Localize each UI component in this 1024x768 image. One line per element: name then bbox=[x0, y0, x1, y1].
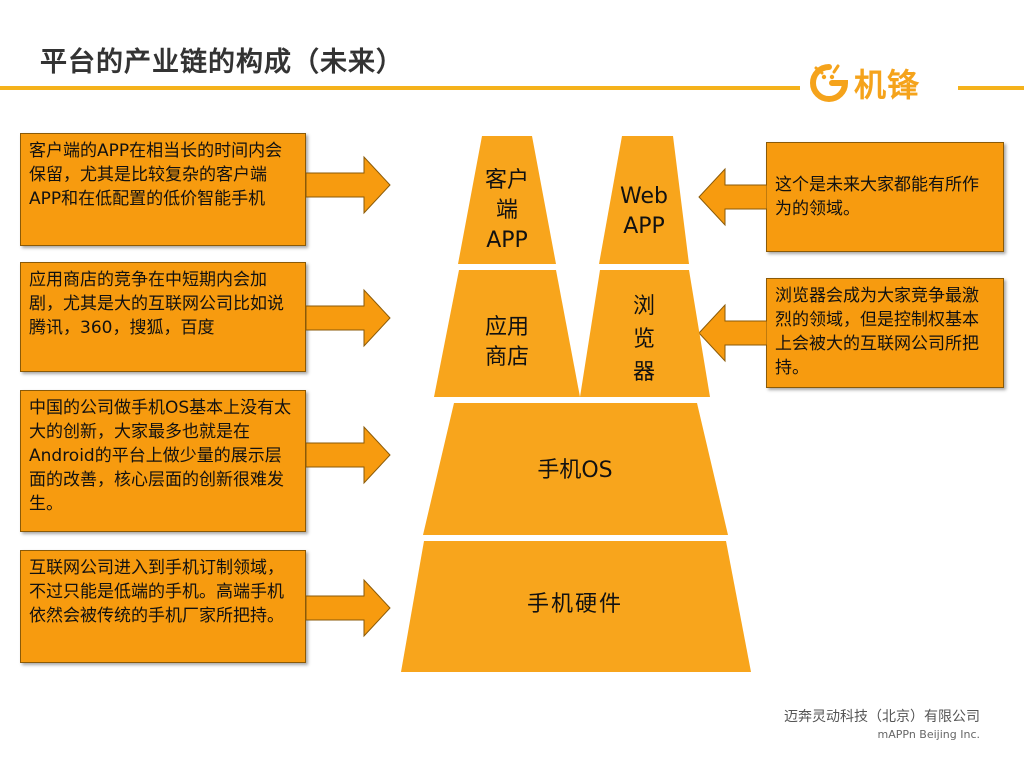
smiley-g-icon bbox=[810, 64, 849, 102]
right-box-browser-text: 浏览器会成为大家竞争最激烈的领域，但是控制权基本上会被大的互联网公司所把持。 bbox=[775, 286, 979, 378]
page-title: 平台的产业链的构成（未来） bbox=[40, 47, 404, 78]
arrow-left-1 bbox=[698, 167, 767, 227]
right-box-web-app: 这个是未来大家都能有所作为的领域。 bbox=[766, 142, 1004, 252]
tier-web-app bbox=[599, 136, 689, 264]
right-box-browser: 浏览器会成为大家竞争最激烈的领域，但是控制权基本上会被大的互联网公司所把持。 bbox=[766, 278, 1004, 388]
tier-client-app-label: 客户 端 APP bbox=[484, 168, 529, 253]
tier-browser bbox=[580, 270, 710, 397]
arrow-left-2 bbox=[698, 303, 767, 363]
right-box-web-app-text: 这个是未来大家都能有所作为的领域。 bbox=[775, 175, 979, 219]
left-box-hardware-text: 互联网公司进入到手机订制领域，不过只能是低端的手机。高端手机依然会被传统的手机厂… bbox=[29, 558, 284, 626]
arrow-right-2 bbox=[306, 288, 391, 348]
tier-hardware-label: 手机硬件 bbox=[526, 592, 623, 617]
tier-os-label: 手机OS bbox=[537, 458, 613, 483]
tier-browser-label: 浏 览 器 bbox=[632, 294, 655, 385]
tier-client-app bbox=[458, 136, 556, 264]
tier-os bbox=[423, 403, 728, 535]
left-box-app-store-text: 应用商店的竞争在中短期内会加剧，尤其是大的互联网公司比如说腾讯，360，搜狐，百… bbox=[29, 270, 284, 338]
tier-web-app-label: Web APP bbox=[620, 184, 668, 239]
left-box-hardware: 互联网公司进入到手机订制领域，不过只能是低端的手机。高端手机依然会被传统的手机厂… bbox=[20, 550, 306, 663]
header-rule bbox=[0, 86, 800, 90]
left-box-os: 中国的公司做手机OS基本上没有太大的创新，大家最多也就是在Android的平台上… bbox=[20, 390, 306, 532]
left-box-client-app-text: 客户端的APP在相当长的时间内会保留，尤其是比较复杂的客户端APP和在低配置的低… bbox=[29, 141, 283, 209]
footer-company-en: mAPPn Beijing Inc. bbox=[877, 728, 980, 741]
header-rule-right bbox=[958, 86, 1024, 90]
arrow-right-4 bbox=[306, 578, 391, 638]
tier-app-store bbox=[434, 270, 580, 397]
arrow-right-3 bbox=[306, 425, 391, 485]
footer-company-cn: 迈奔灵动科技（北京）有限公司 bbox=[784, 709, 980, 725]
left-box-app-store: 应用商店的竞争在中短期内会加剧，尤其是大的互联网公司比如说腾讯，360，搜狐，百… bbox=[20, 262, 306, 372]
tier-app-store-label: 应用 商店 bbox=[484, 315, 529, 370]
logo: 机锋 bbox=[808, 58, 958, 108]
logo-text: 机锋 bbox=[854, 66, 921, 104]
left-box-client-app: 客户端的APP在相当长的时间内会保留，尤其是比较复杂的客户端APP和在低配置的低… bbox=[20, 133, 306, 246]
tier-hardware bbox=[401, 541, 751, 672]
left-box-os-text: 中国的公司做手机OS基本上没有太大的创新，大家最多也就是在Android的平台上… bbox=[29, 398, 292, 514]
arrow-right-1 bbox=[306, 155, 391, 215]
